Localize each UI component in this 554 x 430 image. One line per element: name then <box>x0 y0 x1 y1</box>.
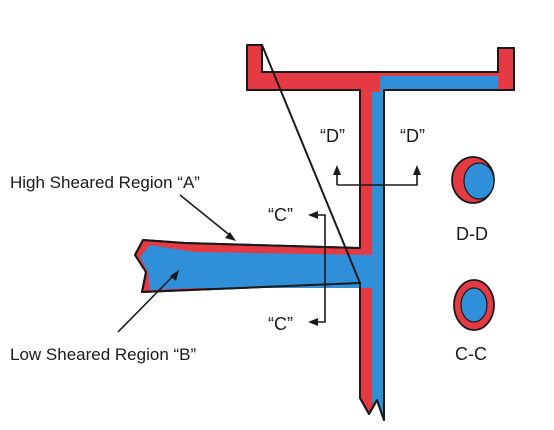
section-line-c <box>318 214 326 323</box>
label-high-sheared-region: High Sheared Region “A” <box>10 173 200 192</box>
arrowhead-high-shear <box>225 232 236 241</box>
label-section-d-left: “D” <box>320 126 345 146</box>
label-cross-section-cc: C-C <box>455 344 487 364</box>
cross-section-cc-inner <box>460 287 488 323</box>
label-cross-section-dd: D-D <box>456 224 488 244</box>
label-low-sheared-region: Low Sheared Region “B” <box>10 345 197 364</box>
runner-outline <box>134 239 361 293</box>
sprue-outline <box>246 44 515 421</box>
leader-low-shear <box>117 273 176 333</box>
label-section-c-top: “C” <box>268 205 293 225</box>
arrowhead-d-right <box>413 165 421 175</box>
arrowhead-d-left <box>333 165 341 175</box>
arrowhead-c-top <box>308 211 318 219</box>
label-section-c-bottom: “C” <box>268 314 293 334</box>
arrowhead-low-shear <box>170 270 179 281</box>
cross-section-dd-inner <box>463 162 495 200</box>
arrowhead-c-bottom <box>308 318 318 326</box>
leader-high-shear <box>179 194 233 238</box>
label-section-d-right: “D” <box>400 126 425 146</box>
